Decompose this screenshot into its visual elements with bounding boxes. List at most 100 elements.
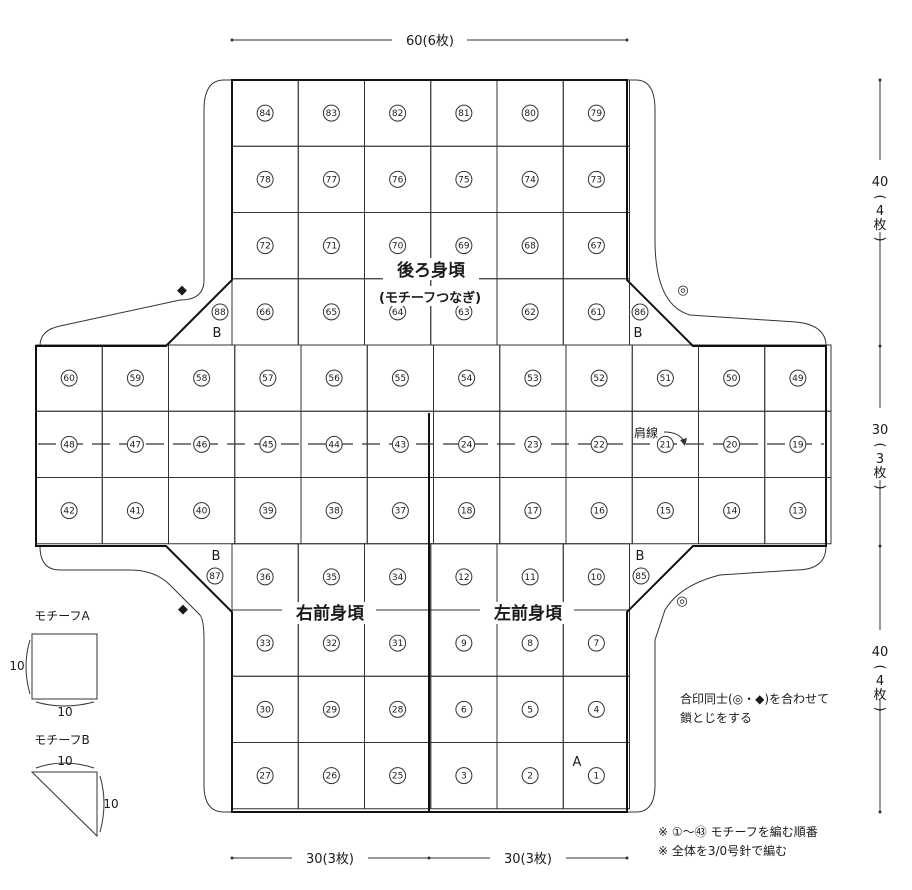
motif-number-circle <box>322 634 340 652</box>
motif-number-circle <box>193 435 211 453</box>
motif-number: 74 <box>524 175 536 185</box>
motif-number: 52 <box>593 374 604 384</box>
corner-motif-tl: 88 B <box>211 303 229 341</box>
diamond-mark-tl: ◆ <box>177 283 187 298</box>
motif-number: 64 <box>392 308 404 318</box>
motif-number: 1 <box>594 772 600 782</box>
motif-number-circle <box>325 502 343 520</box>
vertical-dimension-char: ) <box>872 484 887 489</box>
shoulder-arrow-head <box>680 438 687 446</box>
vertical-dimension-char: ( <box>872 194 887 199</box>
right-bottom-dimension-label: 40(4枚) <box>872 645 889 712</box>
corner-num-br: 85 <box>635 572 646 582</box>
motif-number-circle <box>524 435 542 453</box>
motif-number-circle <box>587 700 605 718</box>
motif-b-height: 10 <box>103 797 118 811</box>
motif-number-circle <box>259 502 277 520</box>
double-circle-mark-tr: ◎ <box>677 283 688 298</box>
corner-num-bl: 87 <box>209 572 220 582</box>
motif-number-circle <box>256 568 274 586</box>
motif-number-circle <box>590 502 608 520</box>
motif-number-circle <box>60 502 78 520</box>
motif-number: 3 <box>461 772 467 782</box>
vertical-dimension-char: ( <box>872 664 887 669</box>
motif-number-circle <box>521 170 539 188</box>
motif-number: 71 <box>326 242 337 252</box>
motif-number-circle <box>256 303 274 321</box>
right-front-title: 右前身頃 <box>296 603 365 624</box>
motif-number-circle <box>193 502 211 520</box>
motif-number: 36 <box>259 573 271 583</box>
motif-number-circle <box>389 700 407 718</box>
motif-a-width-arc <box>35 701 95 707</box>
motif-number: 54 <box>461 374 473 384</box>
motif-number: 84 <box>259 109 271 119</box>
motif-number-circle <box>256 237 274 255</box>
motif-number-circle <box>259 435 277 453</box>
motif-number-circle <box>322 237 340 255</box>
motif-number: 62 <box>524 308 535 318</box>
motif-number: 41 <box>130 507 141 517</box>
motif-number: 46 <box>196 440 208 450</box>
motif-number: 30 <box>259 705 271 715</box>
motif-number: 68 <box>524 242 536 252</box>
motif-number: 48 <box>63 440 75 450</box>
left-front-title: 左前身頃 <box>494 603 563 624</box>
motif-number-circle <box>322 568 340 586</box>
motif-number: 69 <box>458 242 470 252</box>
motif-number-circle <box>656 502 674 520</box>
motif-number-circle <box>455 700 473 718</box>
motif-number: 80 <box>524 109 536 119</box>
motif-number: 50 <box>726 374 738 384</box>
motif-b-width-arc <box>35 762 95 769</box>
motif-number: 51 <box>660 374 671 384</box>
motif-number: 44 <box>328 440 340 450</box>
top-dimension-label: 60(6枚) <box>406 34 454 49</box>
motif-number: 17 <box>527 507 538 517</box>
motif-b-title: モチーフB <box>34 733 90 747</box>
motif-number: 63 <box>458 308 469 318</box>
motif-number-circle <box>391 369 409 387</box>
motif-number: 5 <box>527 705 533 715</box>
motif-number-circle <box>521 634 539 652</box>
motif-number: 57 <box>262 374 273 384</box>
motif-number-circle <box>455 170 473 188</box>
motif-number-circle <box>325 435 343 453</box>
motif-number-circle <box>322 104 340 122</box>
b-mark-bl: B <box>212 549 221 564</box>
motif-number: 38 <box>328 507 340 517</box>
motif-number-circle <box>455 104 473 122</box>
motif-number: 65 <box>326 308 337 318</box>
motif-number: 22 <box>593 440 604 450</box>
motif-number-circle <box>60 369 78 387</box>
motif-number: 27 <box>259 772 270 782</box>
bottom-left-dimension-label: 30(3枚) <box>306 852 354 867</box>
motif-number: 45 <box>262 440 273 450</box>
order-note: ※ ①〜㊸ モチーフを編む順番 <box>658 824 818 839</box>
motif-number: 83 <box>326 109 337 119</box>
b-mark-tl: B <box>213 326 222 341</box>
motif-number: 72 <box>259 242 270 252</box>
motif-number: 81 <box>458 109 469 119</box>
motif-number-circle <box>389 170 407 188</box>
motif-number-circle <box>521 700 539 718</box>
corner-motif-bl: B 87 <box>206 549 224 585</box>
corner-num-tr: 86 <box>634 308 646 318</box>
corner-num-tl: 88 <box>214 308 226 318</box>
motif-number-circle <box>587 303 605 321</box>
motif-number-circle <box>322 170 340 188</box>
motif-number: 78 <box>259 175 271 185</box>
motif-number-circle <box>587 767 605 785</box>
motif-number: 82 <box>392 109 403 119</box>
motif-number-circle <box>256 170 274 188</box>
motif-number-circle <box>521 568 539 586</box>
motif-number: 61 <box>591 308 602 318</box>
motif-number-circle <box>455 237 473 255</box>
motif-number: 26 <box>326 772 338 782</box>
motif-number-circle <box>521 303 539 321</box>
vertical-dimension-char: ) <box>872 236 887 241</box>
motif-number-circle <box>126 435 144 453</box>
motif-number-circle <box>789 502 807 520</box>
motif-a-square <box>31 633 98 700</box>
